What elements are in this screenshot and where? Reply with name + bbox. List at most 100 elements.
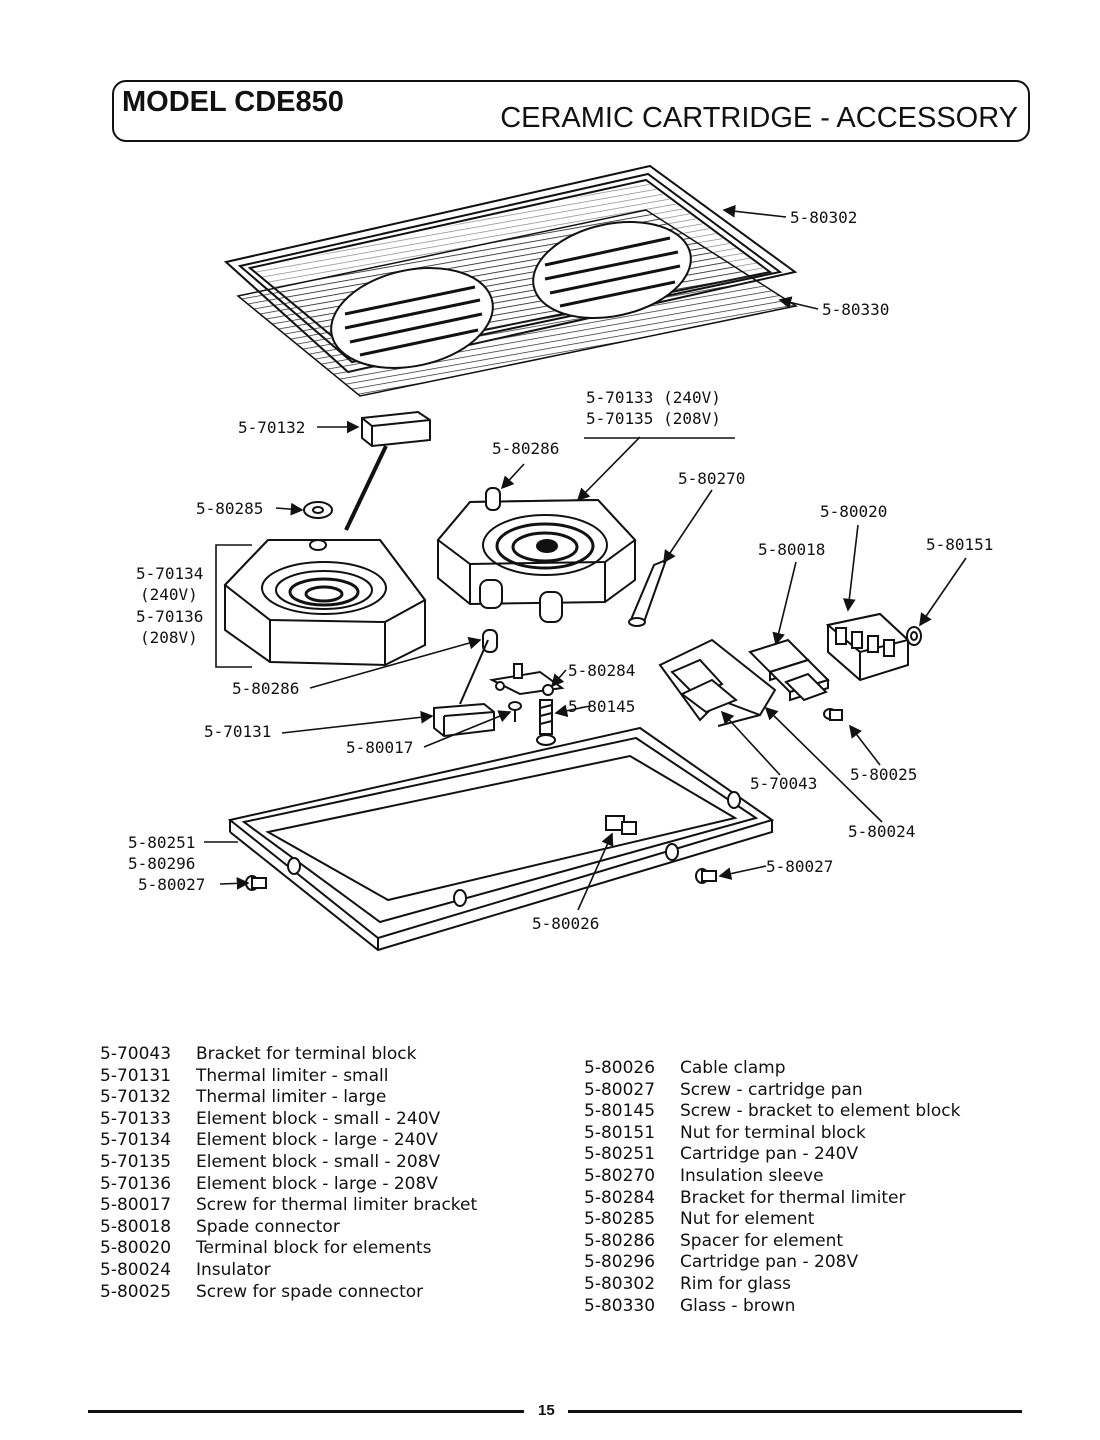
part-description: Screw - cartridge pan [680,1079,863,1100]
parts-list-row: 5-80296 Cartridge pan - 208V [584,1252,960,1274]
element-block-large [223,539,427,667]
part-number: 5-80026 [584,1058,656,1078]
part-number: 5-80251 [584,1144,656,1165]
callout-5-80151: 5-80151 [926,535,993,554]
limiter-bracket [488,663,565,696]
part-number: 5-80020 [100,1238,172,1259]
part-number: 5-70134 [100,1130,172,1151]
part-number: 5-80151 [584,1122,656,1143]
callout-5-80020: 5-80020 [820,502,887,521]
cartridge-pan-screw-right [695,868,717,884]
part-number: 5-70135 [100,1151,172,1172]
callout-5-80330: 5-80330 [822,300,889,319]
spade-screw [823,708,843,721]
terminal-nut [906,626,922,646]
parts-list-row: 5-70132 Thermal limiter - large [100,1087,477,1109]
part-description: Nut for terminal block [680,1122,866,1143]
callout-5-80284: 5-80284 [568,661,635,680]
part-description: Bracket for thermal limiter [680,1187,906,1208]
part-description: Cable clamp [680,1058,786,1078]
part-description: Thermal limiter - small [196,1065,389,1086]
parts-list-row: 5-80026 Cable clamp [584,1058,960,1080]
parts-list-row: 5-80285 Nut for element [584,1209,960,1231]
callout-5-70135: 5-70135 (208V) [586,409,721,428]
part-number: 5-70133 [100,1108,172,1129]
part-number: 5-80024 [100,1259,172,1280]
callout-5-80145: 5-80145 [568,697,635,716]
part-description: Bracket for terminal block [196,1044,417,1064]
callout-5-80017: 5-80017 [346,738,413,757]
part-number: 5-80286 [584,1230,656,1251]
page-number: 15 [538,1402,555,1419]
callout-5-80296: 5-80296 [128,854,195,873]
parts-list-row: 5-70043 Bracket for terminal block [100,1044,477,1066]
part-description: Cartridge pan - 208V [680,1252,859,1273]
part-number: 5-80018 [100,1216,172,1237]
callout-5-80286-top: 5-80286 [492,439,559,458]
cartridge-pan [227,726,775,952]
cartridge-pan-screw-left [245,875,267,891]
terminal-bracket [658,638,777,727]
part-number: 5-70132 [100,1087,172,1108]
parts-list-row: 5-80284 Bracket for thermal limiter [584,1188,960,1210]
footer-rule-left [88,1410,524,1413]
part-description: Screw - bracket to element block [680,1101,961,1122]
callout-5-70134-voltage: (240V) [140,585,198,604]
part-description: Rim for glass [680,1273,791,1294]
parts-list-row: 5-80017 Screw for thermal limiter bracket [100,1195,477,1217]
part-number: 5-80025 [100,1281,172,1302]
element-nut [303,501,333,519]
part-description: Spade connector [196,1216,340,1237]
element-block-small [436,487,637,623]
parts-list-row: 5-80251 Cartridge pan - 240V [584,1144,960,1166]
callout-5-70134: 5-70134 [136,564,203,583]
part-description: Cartridge pan - 240V [680,1144,859,1165]
parts-list-row: 5-80025 Screw for spade connector [100,1282,477,1304]
part-number: 5-80285 [584,1209,656,1230]
part-description: Screw for spade connector [196,1281,424,1302]
footer-rule-right [568,1410,1022,1413]
part-description: Element block - large - 208V [196,1173,438,1194]
part-description: Thermal limiter - large [196,1087,387,1108]
part-description: Glass - brown [680,1295,796,1316]
callout-5-80285: 5-80285 [196,499,263,518]
parts-list-row: 5-80018 Spade connector [100,1217,477,1239]
callout-5-80025: 5-80025 [850,765,917,784]
part-description: Nut for element [680,1209,815,1230]
thermal-limiter-large [344,410,431,531]
limiter-screw [508,701,522,722]
part-number: 5-70131 [100,1065,172,1086]
header-frame [112,80,1030,142]
thermal-limiter-small [433,639,495,738]
callout-5-80286-bottom: 5-80286 [232,679,299,698]
terminal-block [825,612,911,682]
ceramic-glass-panel [236,182,798,397]
part-number: 5-80284 [584,1187,656,1208]
element-spacer [482,629,498,653]
parts-list-row: 5-70131 Thermal limiter - small [100,1066,477,1088]
insulation-sleeve [628,558,668,627]
part-description: Screw for thermal limiter bracket [196,1195,478,1216]
callout-5-70043: 5-70043 [750,774,817,793]
callout-5-70133: 5-70133 (240V) [586,388,721,407]
callout-5-80018: 5-80018 [758,540,825,559]
bracket-screw [536,699,556,746]
part-description: Spacer for element [680,1230,844,1251]
callout-5-80024: 5-80024 [848,822,915,841]
callout-5-80027-right: 5-80027 [766,857,833,876]
part-number: 5-70043 [100,1044,172,1064]
callout-5-70136-voltage: (208V) [140,628,198,647]
part-number: 5-80296 [584,1252,656,1273]
part-number: 5-80017 [100,1195,172,1216]
callout-5-70136: 5-70136 [136,607,203,626]
section-title: CERAMIC CARTRIDGE - ACCESSORY [500,102,1018,134]
